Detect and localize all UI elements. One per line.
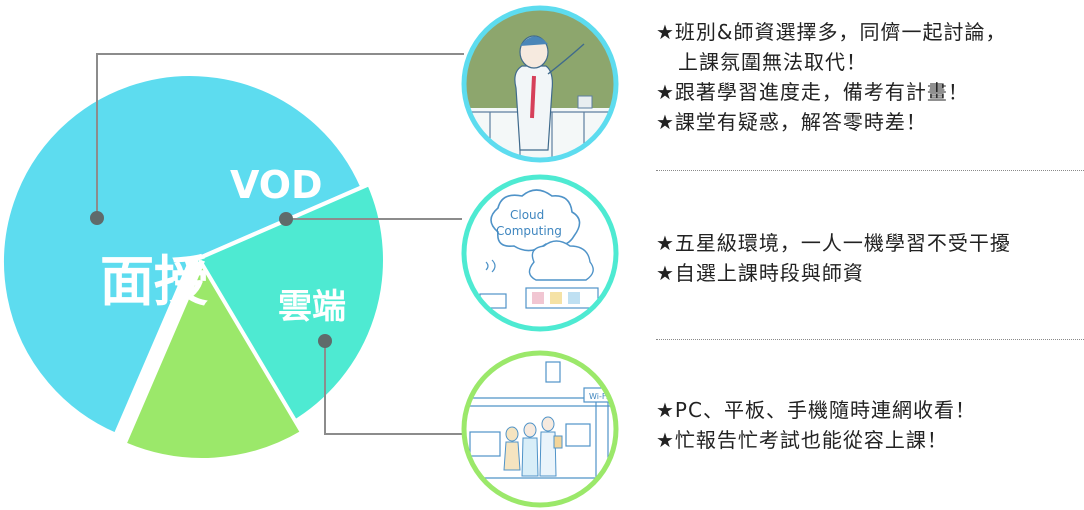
description-block-cloud: ★PC、平板、手機隨時連網收看！ ★忙報告忙考試也能從容上課！: [656, 395, 976, 455]
people-figures-icon: [503, 416, 563, 477]
description-block-vod: ★五星級環境，一人一機學習不受干擾 ★自選上課時段與師資: [656, 228, 1011, 288]
description-line: ★忙報告忙考試也能從容上課！: [656, 428, 948, 452]
connectors: [90, 53, 464, 435]
connector-cloud: [324, 341, 464, 435]
pie-label-cloud: 雲端: [278, 287, 346, 327]
divider-2: [656, 339, 1084, 340]
pie-slice-face-to-face: [0, 72, 366, 438]
description-line: ★班別&師資選擇多，同儕一起討論，: [656, 20, 1007, 44]
description-line: ★課堂有疑惑，解答零時差！: [656, 110, 927, 134]
svg-text:Computing: Computing: [496, 224, 562, 238]
pie-chart: 面授 VOD 雲端: [0, 72, 387, 462]
cloud-icon: [490, 189, 581, 252]
traffic-light-icon: [545, 361, 561, 383]
teacher-figure-icon: [514, 35, 585, 151]
pie-slice-vod: [192, 181, 387, 427]
connector-face-to-face: [96, 53, 464, 218]
tree-icon: [528, 240, 594, 281]
svg-text:Wi-Fi: Wi-Fi: [589, 392, 608, 401]
circle-border-cloud-computing: [461, 174, 619, 332]
illustration-classroom: [461, 5, 619, 163]
description-line: ★PC、平板、手機隨時連網收看！: [656, 398, 976, 422]
illustration-cloud-computing: Cloud Computing: [461, 174, 619, 332]
description-block-face-to-face: ★班別&師資選擇多，同儕一起討論， 上課氛圍無法取代！ ★跟著學習進度走，備考有…: [656, 17, 1007, 137]
circle-border-classroom: [461, 5, 619, 163]
description-line: 上課氛圍無法取代！: [678, 50, 867, 74]
svg-text:Cloud: Cloud: [510, 208, 544, 222]
circle-border-street: [461, 350, 619, 508]
pie-label-vod: VOD: [230, 163, 323, 207]
divider-1: [656, 170, 1084, 171]
connector-dot-cloud: [318, 334, 332, 348]
description-line: ★五星級環境，一人一機學習不受干擾: [656, 231, 1011, 255]
description-line: ★自選上課時段與師資: [656, 261, 864, 285]
description-line: ★跟著學習進度走，備考有計畫！: [656, 80, 969, 104]
illustration-street: Wi-Fi: [461, 350, 619, 508]
pie-label-face-to-face: 面授: [100, 250, 208, 313]
connector-dot-face-to-face: [90, 211, 104, 225]
pie-slice-cloud: [121, 259, 305, 462]
connector-dot-vod: [279, 212, 293, 226]
